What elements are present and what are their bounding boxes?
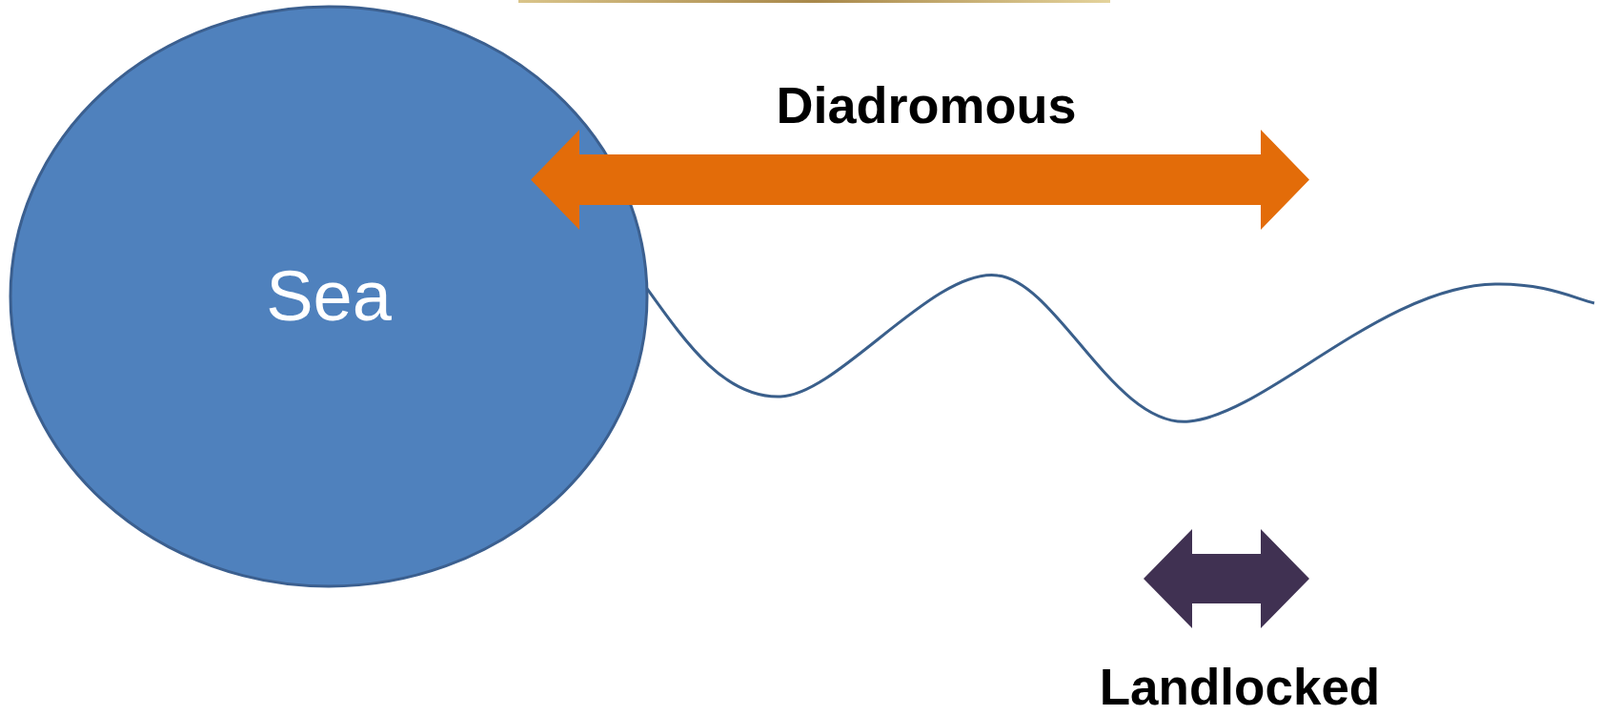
diadromous-arrow bbox=[530, 129, 1310, 230]
sea-shape bbox=[10, 6, 648, 587]
river-line bbox=[645, 275, 1595, 423]
arrow-label: Landlocked bbox=[1099, 661, 1381, 712]
sea-ellipse: Sea bbox=[8, 4, 649, 588]
node-label: Sea bbox=[265, 261, 392, 332]
arrow-label: Diadromous bbox=[775, 79, 1076, 131]
landlocked-arrow bbox=[1143, 528, 1310, 628]
image-strip bbox=[518, 0, 1111, 3]
